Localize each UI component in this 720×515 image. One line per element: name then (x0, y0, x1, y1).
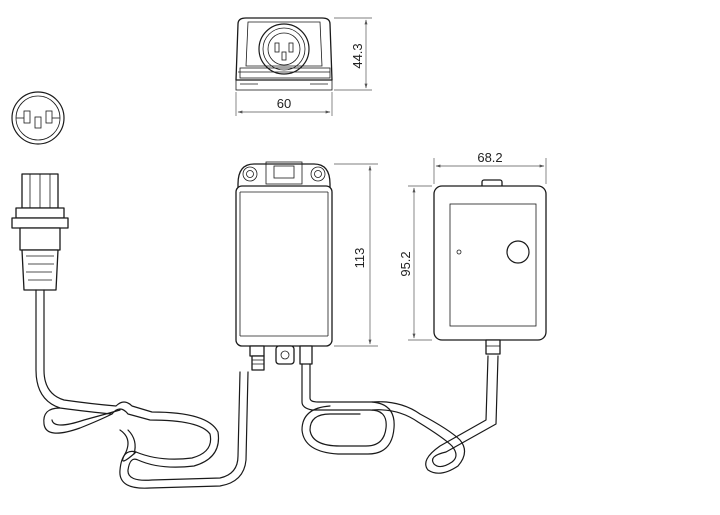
dimension-box-height: 95.2 (398, 185, 432, 341)
dimension-body-height: 113 (334, 163, 378, 347)
plug-connector-side (11, 173, 69, 291)
cable-body-to-box (301, 355, 499, 474)
dimension-label-44-3: 44.3 (350, 43, 365, 68)
top-view (235, 17, 333, 91)
dimension-box-width: 68.2 (433, 150, 547, 184)
dimension-top-width: 60 (235, 92, 333, 116)
dimension-label-113: 113 (352, 248, 367, 269)
plug-face (11, 91, 65, 145)
side-box (433, 179, 547, 355)
dimension-top-height: 44.3 (334, 17, 372, 91)
cable-plug-to-body (35, 289, 249, 489)
iec-inlet-top (258, 23, 310, 75)
main-body (235, 161, 333, 371)
dimension-label-68-2: 68.2 (477, 150, 502, 165)
dimension-label-60: 60 (277, 96, 291, 111)
dimension-label-95-2: 95.2 (398, 251, 413, 276)
